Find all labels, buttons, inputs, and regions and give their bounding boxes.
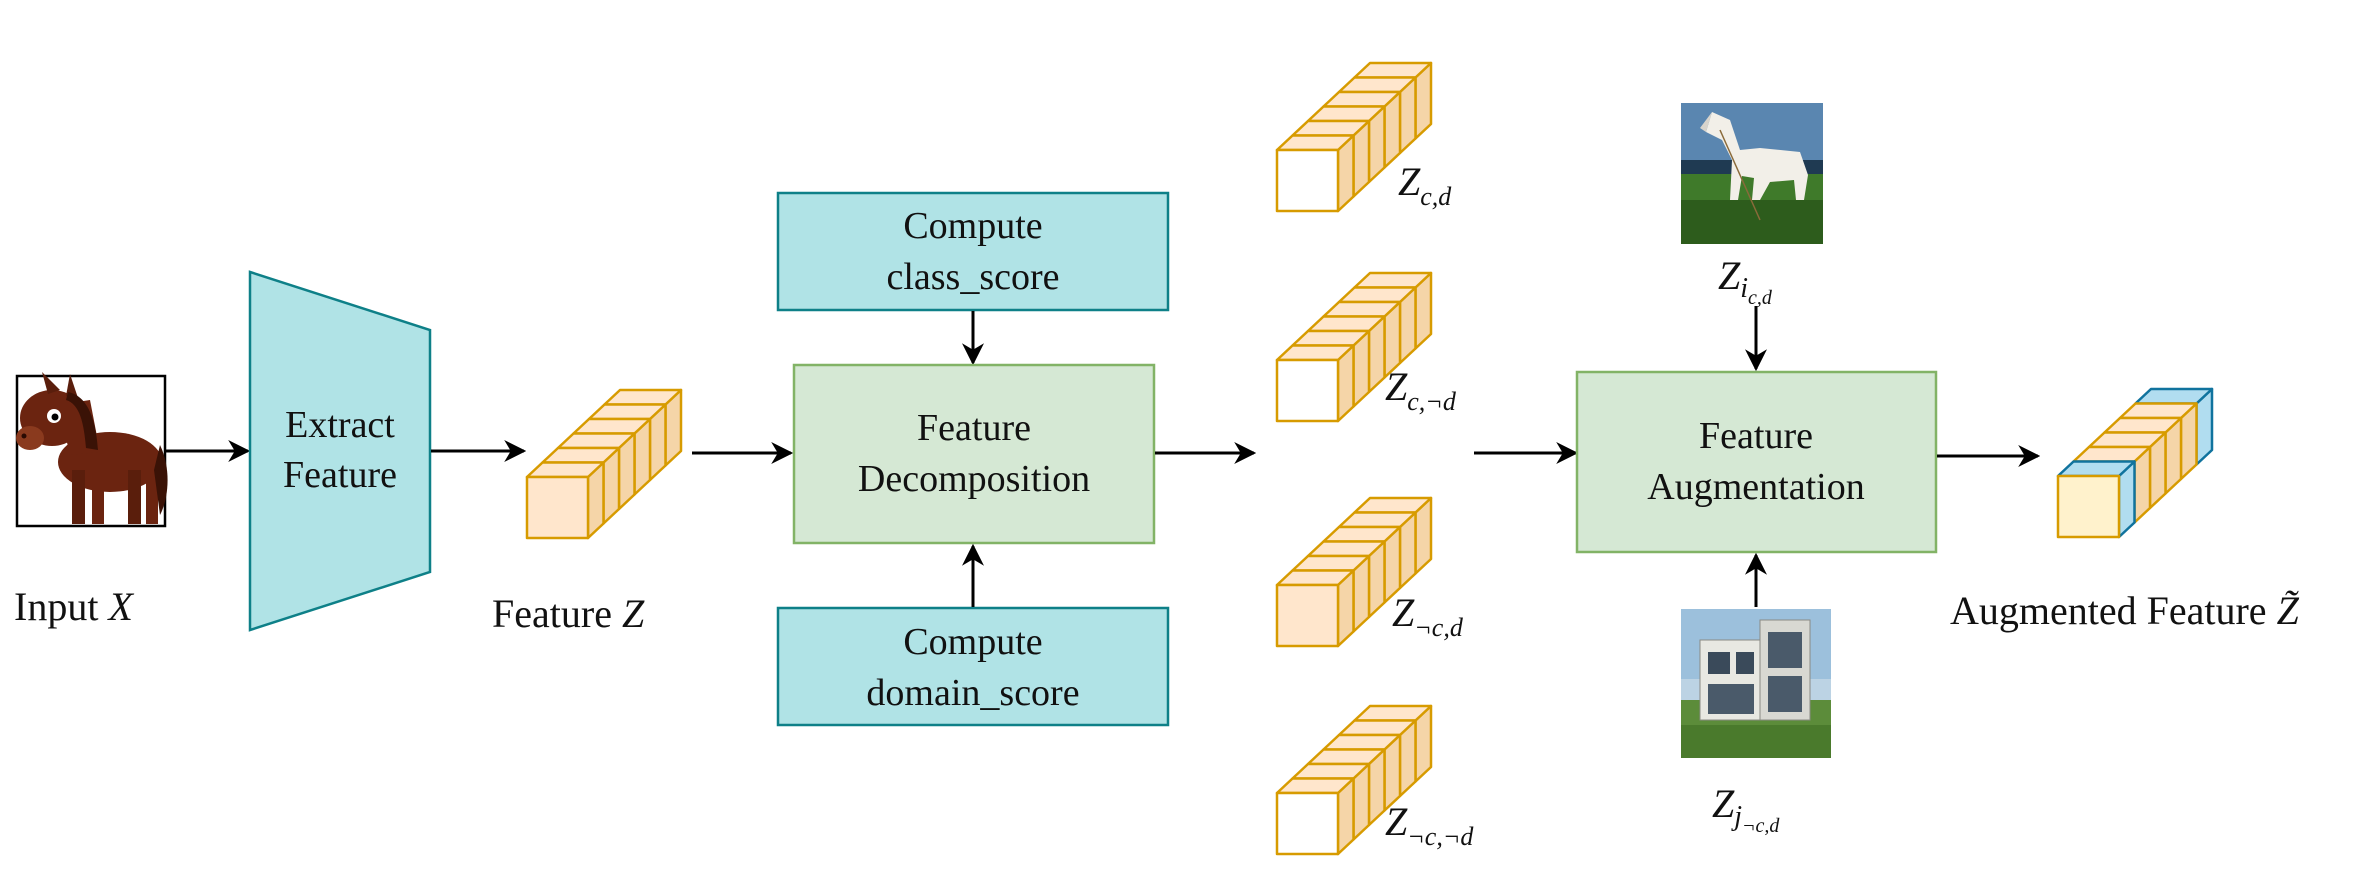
input-image: [15, 372, 168, 528]
cube-slice-top: [1291, 329, 1371, 347]
cube-slice-top: [1337, 76, 1417, 94]
cube-slice-top: [2103, 416, 2183, 434]
cube-slice-top: [525, 461, 605, 479]
output-cube-notc-notd: [1275, 704, 1433, 856]
cube-slice-top: [1291, 554, 1371, 572]
sample-image-top: [1681, 103, 1823, 244]
class-score-line1: Compute: [903, 205, 1042, 247]
cube-slice-top: [572, 417, 652, 435]
cube-slice-top: [2087, 431, 2167, 449]
class-score-line2: class_score: [886, 256, 1059, 298]
cube-slice-top: [1306, 748, 1386, 766]
decomposition-block: Feature Decomposition: [792, 363, 1156, 545]
cube-front-face: [2056, 474, 2121, 539]
cube-front-face: [1275, 791, 1340, 856]
cube-slice-top: [2118, 402, 2198, 420]
output-label-c-notd: Zc,¬d: [1385, 364, 1457, 416]
cube-slice-top: [1337, 286, 1417, 304]
augmented-label: Augmented Feature Z̃: [1950, 588, 2300, 633]
decomposition-line2: Decomposition: [858, 458, 1090, 500]
domain-score-line2: domain_score: [866, 672, 1079, 714]
feature-cube: [525, 388, 683, 540]
sample-bottom-label: Zj¬c,d: [1712, 781, 1780, 837]
output-cube-c-d: [1275, 61, 1433, 213]
augmented-feature-cube: [2056, 387, 2214, 539]
augmentation-block: Feature Augmentation: [1575, 370, 1938, 554]
cube-slice-top: [1322, 300, 1402, 318]
extract-label-line1: Extract: [285, 404, 395, 446]
cube-slice-top: [1353, 271, 1433, 289]
feature-label: Feature Z: [492, 591, 645, 636]
output-label-c-d: Zc,d: [1398, 159, 1452, 211]
cube-slice-top: [603, 388, 683, 406]
cube-slice-top: [1275, 569, 1355, 587]
extract-feature-block: Extract Feature: [248, 270, 432, 632]
cube-slice-top: [1275, 344, 1355, 362]
cube-slice-top: [1306, 315, 1386, 333]
sample-top-label: Zic,d: [1718, 253, 1773, 309]
cube-slice-top: [1322, 733, 1402, 751]
sample-image-bottom: [1681, 609, 1831, 758]
cube-slice-top: [1322, 525, 1402, 543]
cube-slice-top: [1291, 762, 1371, 780]
cube-slice-top: [587, 403, 667, 421]
cube-slice-top: [1337, 719, 1417, 737]
cube-front-face: [1275, 358, 1340, 423]
cube-slice-top: [2134, 387, 2214, 405]
cube-slice-top: [1353, 61, 1433, 79]
domain-score-line1: Compute: [903, 621, 1042, 663]
output-label-notc-d: Z¬c,d: [1392, 590, 1464, 642]
input-label: Input X: [14, 584, 134, 629]
cube-front-face: [1275, 583, 1340, 648]
cube-slice-top: [2072, 445, 2152, 463]
cube-slice-top: [1275, 777, 1355, 795]
output-cube-c-notd: [1275, 271, 1433, 423]
domain-score-block: Compute domain_score: [776, 606, 1170, 727]
cube-slice-top: [1306, 105, 1386, 123]
output-label-notc-notd: Z¬c,¬d: [1385, 799, 1474, 851]
cube-slice-top: [1291, 119, 1371, 137]
cube-slice-top: [1353, 496, 1433, 514]
cube-front-face: [525, 475, 590, 540]
cube-slice-top: [1322, 90, 1402, 108]
augmentation-line2: Augmentation: [1647, 466, 1864, 508]
output-cube-notc-d: [1275, 496, 1433, 648]
cube-slice-top: [556, 432, 636, 450]
cube-slice-top: [1275, 134, 1355, 152]
cube-slice-top: [2056, 460, 2136, 478]
cube-slice-top: [1353, 704, 1433, 722]
cube-front-face: [1275, 148, 1340, 213]
cube-slice-top: [1337, 511, 1417, 529]
decomposition-line1: Feature: [917, 407, 1031, 449]
class-score-block: Compute class_score: [776, 191, 1170, 312]
extract-label-line2: Feature: [283, 454, 397, 496]
augmentation-line1: Feature: [1699, 415, 1813, 457]
cube-slice-top: [541, 446, 621, 464]
cube-slice-top: [1306, 540, 1386, 558]
